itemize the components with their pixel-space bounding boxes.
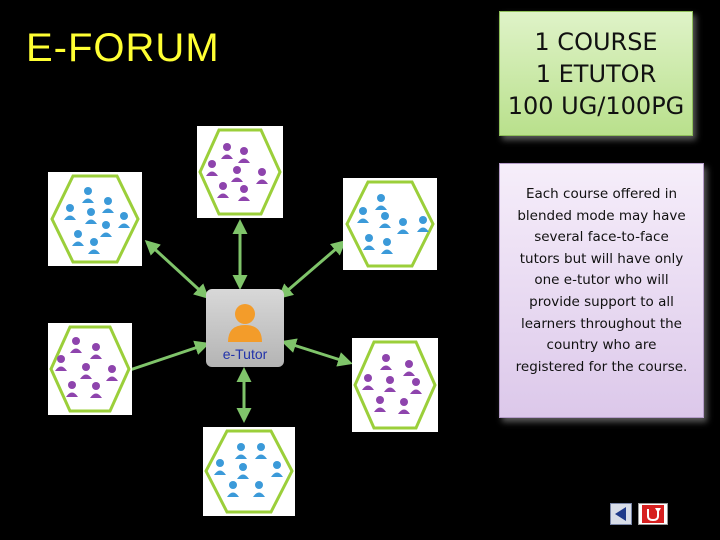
learner-group-hexagon-icon	[198, 128, 282, 216]
page-title: E-FORUM	[26, 26, 220, 70]
learner-group-top-right	[343, 178, 437, 270]
back-triangle-icon	[615, 507, 626, 521]
etutor-label: e-Tutor	[222, 346, 268, 362]
learner-group-bottom-right	[352, 338, 438, 432]
learner-group-bottom-left	[48, 323, 132, 415]
person-icon	[228, 304, 262, 342]
description-line: Each course offered in	[525, 186, 678, 202]
return-arrow-icon	[642, 505, 664, 523]
etutor-hub: e-Tutor	[206, 289, 284, 367]
learners-line: 100 UG/100PG	[507, 91, 685, 120]
arrow-top-right	[277, 240, 347, 299]
arrow-bottom-right	[281, 338, 353, 367]
learner-group-hexagon-icon	[50, 174, 140, 264]
description-line: registered for the course.	[515, 358, 688, 375]
back-button[interactable]	[610, 503, 632, 525]
learner-group-top	[197, 126, 283, 218]
description-line: blended mode may have	[517, 207, 686, 224]
course-summary-box: 1 COURSE 1 ETUTOR 100 UG/100PG	[499, 11, 693, 136]
description-line: one e-tutor who will	[534, 272, 669, 289]
learner-group-top-left	[48, 172, 142, 266]
arrow-top-left	[144, 239, 210, 300]
description-line: provide support to all	[529, 293, 674, 310]
description-line: learners throughout the	[521, 315, 682, 332]
learner-group-hexagon-icon	[345, 180, 435, 268]
etutor-line: 1 ETUTOR	[535, 59, 657, 88]
learner-group-hexagon-icon	[49, 325, 131, 413]
learner-group-hexagon-icon	[353, 340, 437, 430]
course-line: 1 COURSE	[534, 27, 658, 56]
description-box: Each course offered in blended mode may …	[499, 163, 704, 418]
description-line: tutors but will have only	[519, 250, 684, 267]
description-line: country who are	[546, 337, 657, 354]
return-button[interactable]	[638, 503, 668, 525]
learner-group-hexagon-icon	[204, 429, 294, 514]
description-line: several face-to-face	[534, 229, 669, 246]
learner-group-bottom	[203, 427, 295, 516]
